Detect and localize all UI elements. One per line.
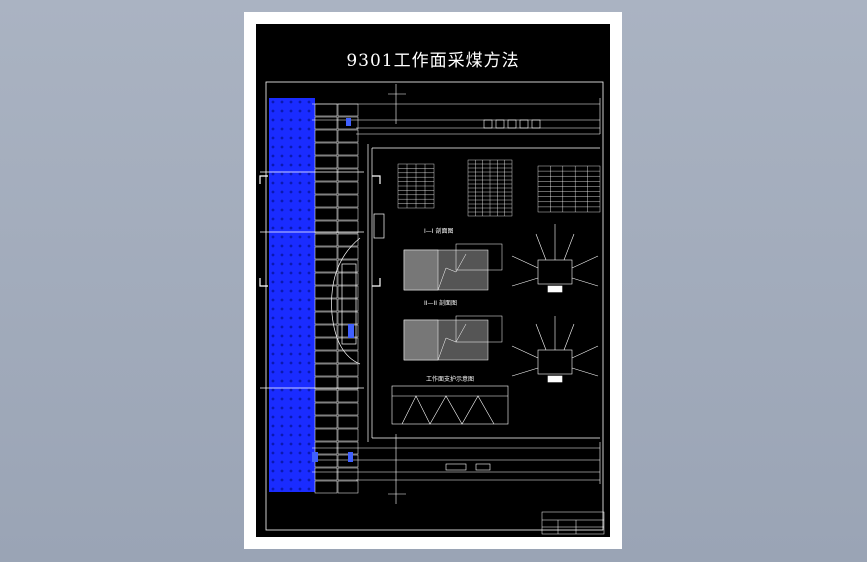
cross-section-1 bbox=[403, 243, 503, 291]
face-markers bbox=[312, 118, 354, 462]
upper-roadway bbox=[312, 84, 601, 135]
lower-roadway bbox=[312, 434, 601, 504]
support-column bbox=[314, 103, 359, 494]
goaf-zone bbox=[269, 98, 315, 492]
drawing-border bbox=[265, 81, 604, 531]
drawing-title: 9301工作面采煤方法 bbox=[346, 51, 520, 71]
support-chart-title: 工作面支护示意图 bbox=[426, 376, 475, 383]
support-diagram bbox=[391, 385, 509, 425]
cad-drawing-area: 9301工作面采煤方法 bbox=[256, 24, 610, 537]
roadway-bolting-2 bbox=[511, 316, 599, 383]
section-label-1: I—I 剖面图 bbox=[424, 228, 454, 235]
roadway-bolting-1 bbox=[511, 224, 599, 293]
title-block bbox=[541, 511, 605, 535]
cross-section-2 bbox=[403, 315, 503, 361]
drawing-sheet: 9301工作面采煤方法 bbox=[244, 12, 622, 549]
section-label-2: II—II 剖面图 bbox=[424, 300, 457, 307]
working-face-boundary bbox=[260, 144, 600, 442]
parameter-table-3 bbox=[537, 165, 601, 213]
parameter-table-1 bbox=[397, 163, 435, 209]
parameter-table-2 bbox=[467, 159, 513, 217]
corner-brackets bbox=[259, 175, 381, 287]
cad-linework bbox=[259, 81, 605, 535]
